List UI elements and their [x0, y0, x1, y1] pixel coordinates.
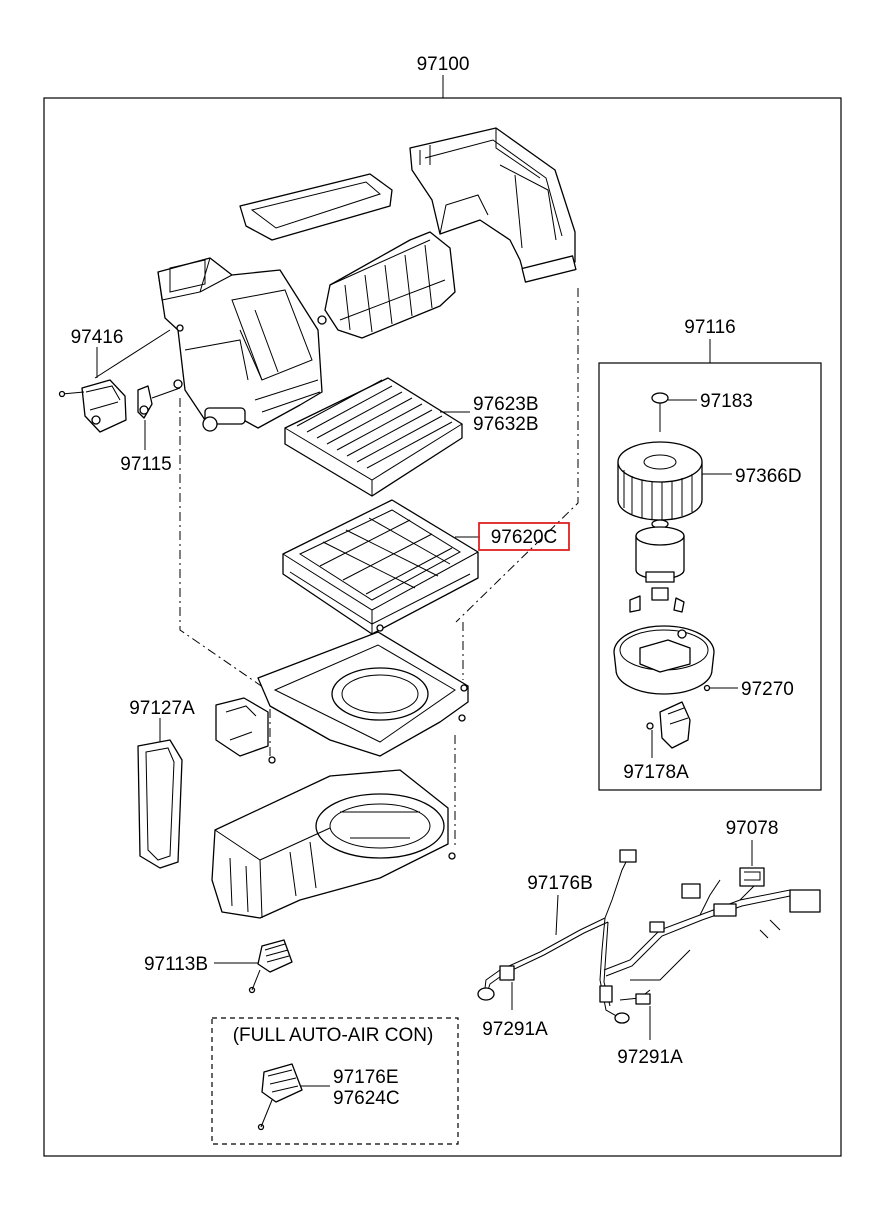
label-97176E: 97176E	[333, 1067, 399, 1088]
blower-case-upper	[215, 631, 469, 764]
label-97416: 97416	[71, 327, 124, 348]
assembly-guide-lines	[179, 288, 579, 845]
auto-aircon-caption: (FULL AUTO-AIR CON)	[233, 1025, 434, 1046]
label-97270: 97270	[741, 679, 794, 700]
part-97623B-cabin-filter	[284, 377, 463, 497]
screw-97270	[703, 684, 711, 692]
part-97366D-fan	[617, 441, 703, 521]
label-97291A-left: 97291A	[482, 1019, 548, 1040]
highlight-box-97620C	[478, 522, 570, 551]
part-97416-actuator	[58, 329, 171, 433]
label-97620C: 97620C	[491, 527, 558, 548]
part-97113B-resistor	[248, 939, 293, 994]
label-97115: 97115	[120, 454, 171, 475]
intake-duct-upper	[409, 127, 577, 283]
heater-unit-case	[157, 257, 323, 432]
label-97291A-right: 97291A	[617, 1047, 683, 1068]
assembly-number-label: 97100	[417, 54, 470, 75]
blower-motor	[613, 519, 715, 695]
label-97176B: 97176B	[527, 873, 593, 894]
label-97178A: 97178A	[623, 762, 689, 783]
part-97620C-filter-cover	[282, 499, 479, 635]
label-97624C: 97624C	[333, 1088, 400, 1109]
blower-motor-subframe	[598, 362, 822, 791]
label-97078: 97078	[726, 818, 779, 839]
evaporator-housing	[317, 231, 456, 339]
part-97127A-seal	[137, 739, 183, 869]
label-97183: 97183	[700, 391, 753, 412]
label-97116: 97116	[684, 317, 735, 338]
label-97127A: 97127A	[129, 698, 195, 719]
label-97366D: 97366D	[735, 466, 802, 487]
part-97183-cap	[651, 392, 669, 432]
part-97078-connector	[739, 867, 765, 887]
label-97632B: 97632B	[473, 414, 539, 435]
part-97178A-bracket	[646, 701, 691, 749]
auto-aircon-frame	[211, 1017, 459, 1145]
label-97113B: 97113B	[144, 954, 208, 975]
part-97176E-module	[257, 1063, 303, 1131]
leader-97176B	[555, 894, 559, 936]
wiring-harness	[477, 849, 821, 1024]
top-seal-gasket	[239, 173, 393, 241]
label-97623B: 97623B	[473, 394, 539, 415]
blower-case-lower	[211, 769, 456, 919]
part-97115-link	[137, 385, 181, 419]
